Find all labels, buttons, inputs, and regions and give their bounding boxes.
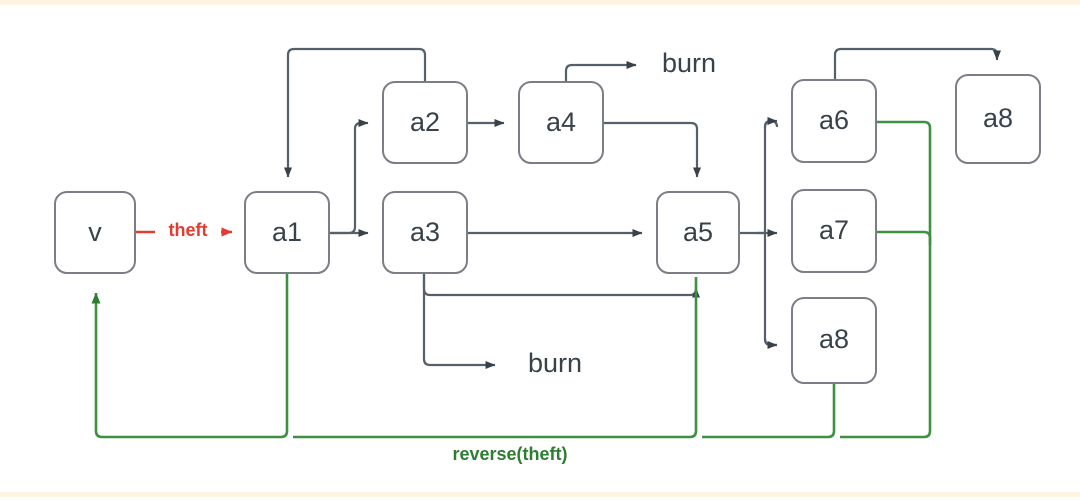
burn-label-top: burn [662, 48, 716, 78]
node-a6-rect[interactable] [791, 79, 877, 163]
node-v-label: v [88, 217, 102, 247]
node-a1-label: a1 [272, 217, 302, 247]
node-a2[interactable]: a2 [382, 81, 468, 164]
edge-a5-to-a6 [763, 117, 778, 128]
labels: burn burn theft reverse(theft) [169, 48, 717, 464]
node-a8-right-label: a8 [983, 103, 1013, 133]
nodes: v a1 a2 a3 a4 a5 [54, 74, 1041, 384]
edge-a7-reverse-to-v [876, 230, 932, 245]
node-a4-rect[interactable] [518, 81, 604, 164]
flow-graph-svg: v a1 a2 a3 a4 a5 [54, 47, 1041, 464]
node-a1-rect[interactable] [244, 191, 330, 274]
node-a1[interactable]: a1 [244, 191, 330, 274]
node-a2-label: a2 [410, 107, 440, 137]
node-a4[interactable]: a4 [518, 81, 604, 164]
theft-edge-label: theft [169, 220, 208, 240]
edge-a4-to-burn [564, 61, 637, 82]
node-a6-label: a6 [819, 105, 849, 135]
node-a7-rect[interactable] [791, 189, 877, 273]
edge-a4-to-a5 [603, 121, 701, 178]
node-a8-right[interactable]: a8 [955, 74, 1041, 164]
burn-label-bottom: burn [528, 348, 582, 378]
node-a3-rect[interactable] [382, 191, 468, 274]
edge-a5-reverse-to-v [293, 277, 698, 439]
node-a5-label: a5 [683, 217, 713, 247]
edge-a5-to-a8 [763, 338, 778, 349]
gray-edges [284, 47, 1001, 369]
node-a4-label: a4 [546, 107, 576, 137]
node-a6[interactable]: a6 [791, 79, 877, 163]
edge-a8-reverse-to-v [702, 383, 836, 439]
node-a3-label: a3 [410, 217, 440, 247]
reverse-theft-edges [91, 120, 932, 439]
node-a7-label: a7 [819, 215, 849, 245]
edge-a3-to-a5-low [422, 273, 700, 298]
node-a5-rect[interactable] [656, 191, 740, 274]
node-a8-middle[interactable]: a8 [791, 297, 877, 384]
node-v[interactable]: v [54, 191, 136, 274]
node-a5[interactable]: a5 [656, 191, 740, 274]
node-a2-rect[interactable] [382, 81, 468, 164]
edge-a2-to-a1 [284, 47, 427, 178]
edge-a1-to-a2 [329, 119, 369, 235]
node-v-rect[interactable] [54, 191, 136, 274]
edge-a6-to-a8-right [833, 47, 1001, 80]
edge-a1-reverse-to-v [91, 273, 289, 439]
node-a8-middle-label: a8 [819, 324, 849, 354]
reverse-theft-edge-label: reverse(theft) [452, 444, 567, 464]
node-a8-middle-rect[interactable] [791, 297, 877, 384]
node-a3[interactable]: a3 [382, 191, 468, 274]
node-a8-right-rect[interactable] [955, 74, 1041, 164]
edge-a3-to-burn [422, 273, 496, 369]
node-a7[interactable]: a7 [791, 189, 877, 273]
edge-a6-reverse-to-v [840, 120, 932, 439]
